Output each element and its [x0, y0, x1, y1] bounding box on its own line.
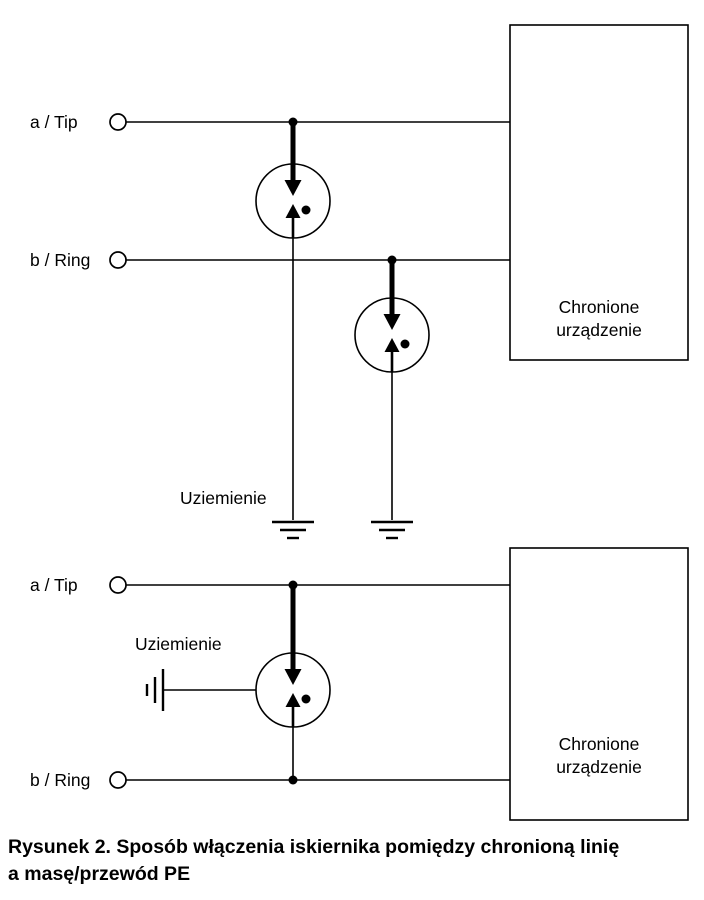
- bottom-device-label-line2: urządzenie: [556, 757, 642, 777]
- ground-icon: [369, 520, 415, 540]
- top-device-label-line2: urządzenie: [556, 320, 642, 340]
- top-device-label-line1: Chronione: [559, 297, 640, 317]
- top-line-b-terminal: [109, 251, 127, 269]
- bottom-device-label-line1: Chronione: [559, 734, 640, 754]
- top-diagram: a / Tip b / Ring Uziemienie Chronione: [30, 24, 689, 540]
- top-ground-label: Uziemienie: [180, 488, 267, 508]
- caption-line1: Rysunek 2. Sposób włączenia iskiernika p…: [8, 836, 619, 858]
- top-line-a-label: a / Tip: [30, 112, 78, 132]
- bottom-ground-label: Uziemienie: [135, 634, 222, 654]
- ground-icon: [145, 669, 165, 711]
- bottom-protected-device-box: [509, 547, 689, 821]
- bottom-line-b-terminal: [109, 771, 127, 789]
- top-protected-device-box: [509, 24, 689, 361]
- figure-caption: Rysunek 2. Sposób włączenia iskiernika p…: [8, 836, 619, 885]
- bottom-junction-b: [288, 775, 298, 785]
- ground-icon: [270, 520, 316, 540]
- bottom-line-a-label: a / Tip: [30, 575, 78, 595]
- bottom-diagram: a / Tip b / Ring Uziemienie Chro: [30, 547, 689, 821]
- top-line-a-terminal: [109, 113, 127, 131]
- top-line-b-label: b / Ring: [30, 250, 90, 270]
- caption-line2: a masę/przewód PE: [8, 863, 190, 885]
- bottom-line-a-terminal: [109, 576, 127, 594]
- bottom-line-b-label: b / Ring: [30, 770, 90, 790]
